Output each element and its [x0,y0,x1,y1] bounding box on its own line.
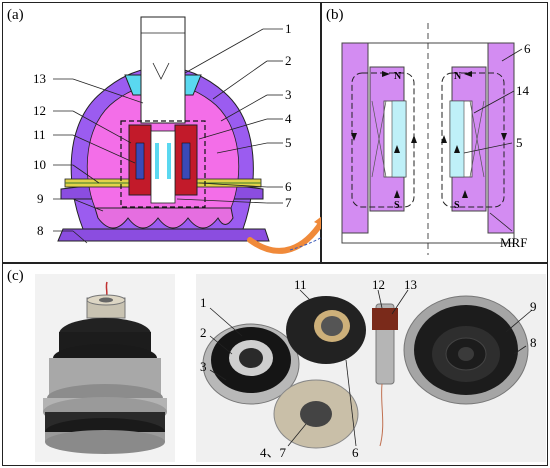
callout-b-5: 5 [516,135,523,150]
right-leader-lines [176,28,283,204]
shaft-shape [140,16,186,124]
right-mrf-gap [449,100,465,178]
mrf-left-shape [155,143,159,179]
disassembled-parts-photo: 1 2 3 4、7 11 6 12 13 9 8 [196,274,546,462]
assembled-mount-photo [35,274,175,462]
callout-5: 5 [285,135,292,150]
callout-4: 4 [285,111,292,126]
callout-10: 10 [33,157,46,172]
detail-box [120,120,206,208]
photo-callout-3: 3 [200,359,207,374]
photo-callout-11: 11 [294,277,307,292]
callout-b-14: 14 [516,83,530,98]
panel-b-magnetic-circuit: (b) N N S S [321,2,548,263]
callout-b-mrf: MRF [500,235,527,250]
photo-callout-12: 12 [372,277,385,292]
callout-8: 8 [37,223,44,238]
callout-13: 13 [33,71,46,86]
callout-1: 1 [285,21,292,36]
callout-2: 2 [285,53,292,68]
flux-arrows [351,71,507,198]
photo-callout-1: 1 [200,295,207,310]
panel-c-prototype-photos: (c) [2,263,548,466]
callout-7: 7 [285,195,292,210]
photo-callout-6: 6 [352,445,359,460]
pole-s-left: S [394,200,400,211]
mount-section-drawing: 1 2 3 4 5 6 7 13 12 11 10 9 8 [33,16,292,244]
panel-c-label: (c) [7,268,24,284]
left-mrf-gap [391,100,407,178]
diaphragm-shape [94,207,234,229]
right-outer-pole [487,42,515,234]
photo-callout-13: 13 [404,277,417,292]
callout-6: 6 [285,179,292,194]
right-winding-shape [181,142,191,180]
right-flux-loop [441,72,505,208]
mrf-right-shape [167,143,171,179]
magnetic-circuit-drawing: N N S S 6 14 5 MRF [341,23,531,255]
pole-n-right: N [454,71,462,82]
panel-a-section-view: (a) [2,2,321,263]
photo-callout-8: 8 [530,335,537,350]
photo-callout-2: 2 [200,325,207,340]
pole-n-left: N [394,71,402,82]
callout-3: 3 [285,87,292,102]
pole-s-right: S [454,200,460,211]
callout-9: 9 [37,191,44,206]
panel-a-label: (a) [7,7,24,23]
right-callouts: 1 2 3 4 5 6 7 [285,21,292,210]
callout-b-6: 6 [524,41,531,56]
panel-b-label: (b) [326,7,344,23]
photo-callout-9: 9 [530,299,537,314]
center-rod-shape [150,130,176,204]
left-leader-lines [53,78,144,244]
callout-12: 12 [33,103,46,118]
left-winding-shape [135,142,145,180]
base-plate-shape [57,228,270,242]
callout-11: 11 [33,127,46,142]
photo-callout-4-7: 4、7 [260,445,287,460]
left-callouts: 13 12 11 10 9 8 [33,71,46,238]
